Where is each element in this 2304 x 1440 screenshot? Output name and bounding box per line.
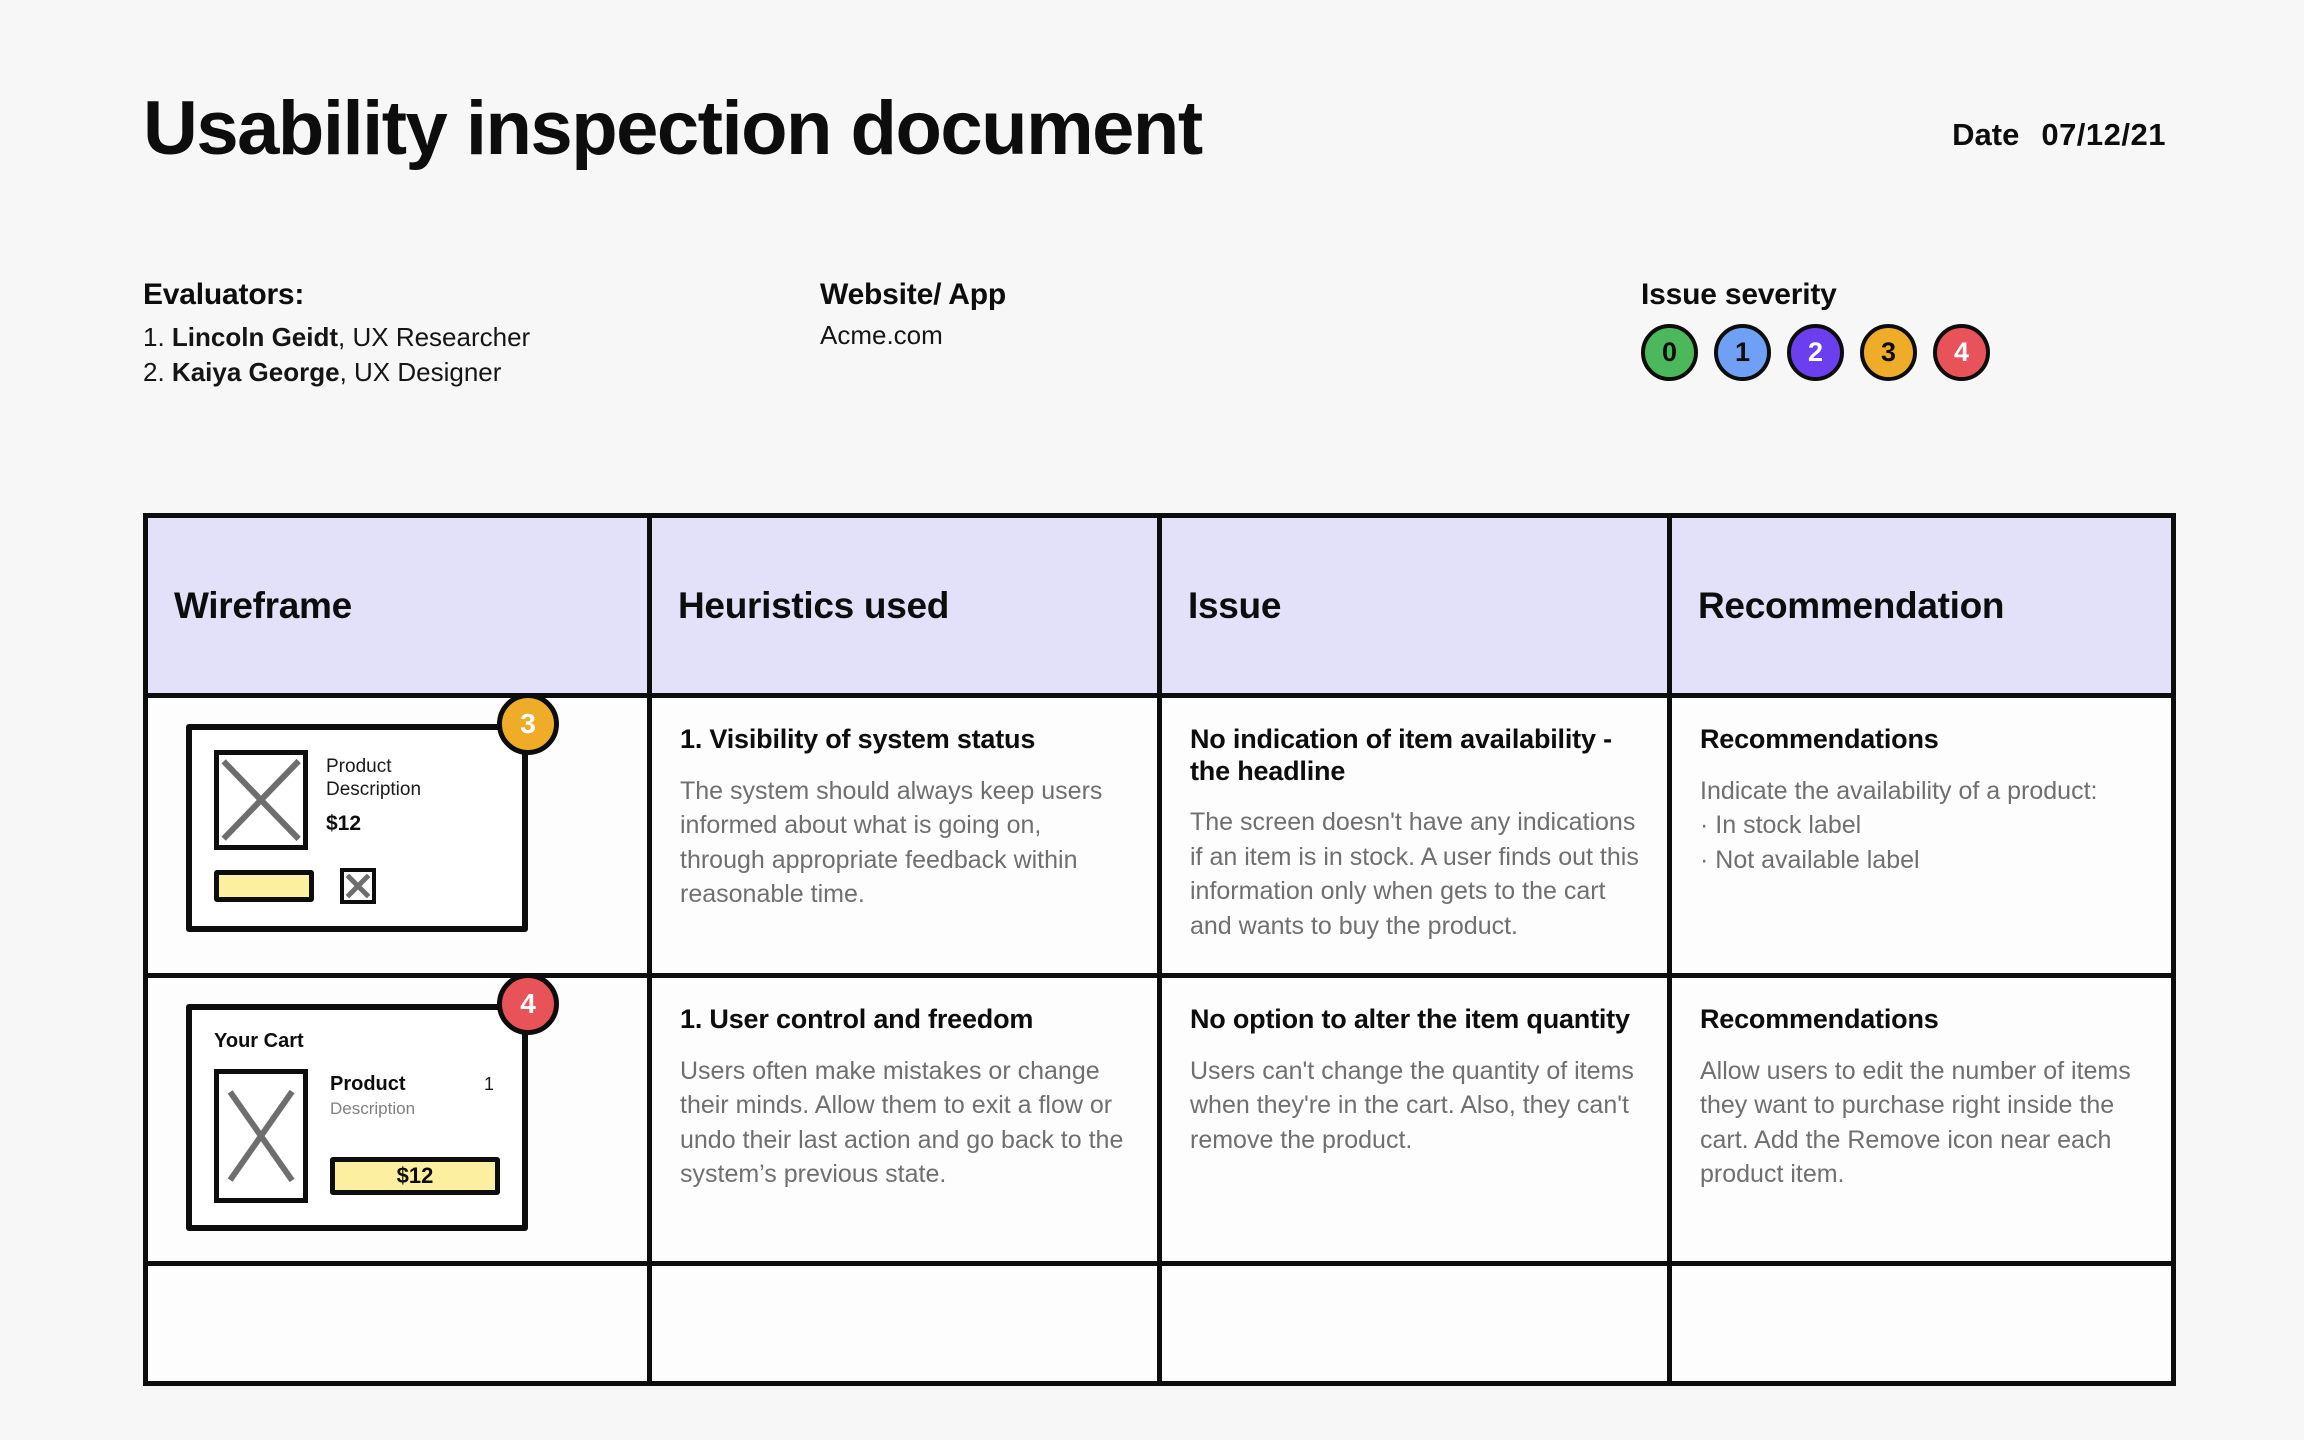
date-label: Date bbox=[1952, 117, 2020, 152]
document-header: Usability inspection document Date 07/12… bbox=[143, 85, 2173, 195]
evaluator-index: 2. bbox=[143, 357, 165, 388]
recommendation-body: Allow users to edit the number of items … bbox=[1700, 1056, 2131, 1189]
product-description: Description bbox=[326, 778, 422, 800]
image-placeholder-icon bbox=[214, 750, 308, 850]
recommendation-cell: Recommendations Allow users to edit the … bbox=[1667, 973, 2176, 1267]
image-placeholder-icon bbox=[214, 1069, 308, 1204]
recommendation-body: Indicate the availability of a product: … bbox=[1700, 776, 2098, 874]
recommendation-cell: Recommendations Indicate the availabilit… bbox=[1667, 692, 2176, 979]
column-header-label: Recommendation bbox=[1698, 584, 2005, 626]
issue-body: Users can't change the quantity of items… bbox=[1190, 1056, 1634, 1154]
website-heading: Website/ App bbox=[820, 278, 1006, 311]
column-header-label: Wireframe bbox=[174, 584, 352, 626]
product-name: Product bbox=[326, 756, 392, 777]
heuristic-title: 1. User control and freedom bbox=[680, 1004, 1034, 1035]
wireframe-cell: 3 Product Description $12 bbox=[143, 692, 652, 979]
issue-cell: No option to alter the item quantity Use… bbox=[1157, 973, 1672, 1267]
table-row bbox=[143, 1261, 2176, 1387]
cart-product-name: Product bbox=[330, 1073, 406, 1096]
wireframe-severity-badge[interactable]: 3 bbox=[497, 693, 559, 755]
date-block: Date 07/12/21 bbox=[1952, 117, 2166, 153]
product-info: Product Description $12 bbox=[326, 750, 421, 850]
date-value[interactable]: 07/12/21 bbox=[2041, 117, 2166, 152]
meta-row: Evaluators: 1. Lincoln Geidt, UX Researc… bbox=[143, 278, 2173, 438]
issue-title: No option to alter the item quantity bbox=[1190, 1004, 1630, 1035]
severity-badge-4[interactable]: 4 bbox=[1933, 324, 1990, 381]
inspection-table: Wireframe Heuristics used Issue Recommen… bbox=[143, 513, 2176, 1387]
issue-body: The screen doesn't have any indications … bbox=[1190, 808, 1639, 940]
column-header-issue: Issue bbox=[1157, 513, 1672, 698]
heuristics-cell: 1. Visibility of system status The syste… bbox=[647, 692, 1162, 979]
cart-item-info: Product 1 Description $12 bbox=[330, 1069, 500, 1203]
severity-badge-2[interactable]: 2 bbox=[1787, 324, 1844, 381]
issue-severity-section: Issue severity 0 1 2 3 4 bbox=[1641, 278, 2181, 381]
wireframe-cell: 4 Your Cart Product 1 Description bbox=[143, 973, 652, 1267]
page-title: Usability inspection document bbox=[143, 86, 1203, 171]
list-item: 2. Kaiya George, UX Designer bbox=[143, 355, 783, 390]
recommendation-title: Recommendations bbox=[1700, 724, 1939, 754]
column-header-label: Issue bbox=[1188, 584, 1282, 626]
cart-title: Your Cart bbox=[214, 1030, 304, 1053]
heuristics-cell bbox=[647, 1261, 1162, 1387]
column-header-label: Heuristics used bbox=[678, 584, 950, 626]
severity-badge-1[interactable]: 1 bbox=[1714, 324, 1771, 381]
cart-quantity: 1 bbox=[483, 1074, 494, 1095]
heuristic-body: The system should always keep users info… bbox=[680, 776, 1103, 909]
evaluator-name: Kaiya George bbox=[171, 357, 340, 388]
wireframe-severity-badge[interactable]: 4 bbox=[497, 973, 559, 1036]
wireframe-sketch: Your Cart Product 1 Description $12 bbox=[186, 1004, 528, 1232]
evaluator-name: Lincoln Geidt bbox=[171, 322, 339, 352]
recommendation-cell bbox=[1667, 1261, 2176, 1387]
product-price: $12 bbox=[326, 811, 362, 835]
wireframe-cart: 4 Your Cart Product 1 Description bbox=[186, 973, 559, 1232]
wireframe-sketch: Product Description $12 bbox=[186, 724, 528, 932]
placeholder-x-icon bbox=[340, 868, 376, 904]
heuristic-title: 1. Visibility of system status bbox=[680, 724, 1036, 754]
evaluator-role: , UX Researcher bbox=[338, 322, 531, 352]
evaluators-heading: Evaluators: bbox=[143, 278, 305, 311]
cart-price-button[interactable]: $12 bbox=[330, 1157, 500, 1196]
table-row: 3 Product Description $12 bbox=[143, 692, 2176, 979]
heuristics-cell: 1. User control and freedom Users often … bbox=[647, 973, 1162, 1267]
severity-scale: 0 1 2 3 4 bbox=[1641, 324, 2181, 381]
cart-line-item: Product 1 Description $12 bbox=[214, 1069, 500, 1204]
product-summary: Product Description $12 bbox=[214, 750, 500, 850]
evaluator-index: 1. bbox=[143, 322, 165, 352]
cart-item-header: Product 1 bbox=[330, 1073, 500, 1096]
website-section: Website/ App Acme.com bbox=[820, 278, 1260, 351]
severity-badge-3[interactable]: 3 bbox=[1860, 324, 1917, 381]
table-header-row: Wireframe Heuristics used Issue Recommen… bbox=[143, 513, 2176, 698]
list-item: 1. Lincoln Geidt, UX Researcher bbox=[143, 320, 783, 355]
evaluators-section: Evaluators: 1. Lincoln Geidt, UX Researc… bbox=[143, 278, 783, 390]
add-to-cart-button[interactable] bbox=[214, 870, 314, 902]
cart-product-description: Description bbox=[330, 1099, 416, 1119]
recommendation-title: Recommendations bbox=[1700, 1004, 1939, 1035]
issue-severity-heading: Issue severity bbox=[1641, 278, 1837, 311]
severity-badge-0[interactable]: 0 bbox=[1641, 324, 1698, 381]
issue-title: No indication of item availability - the… bbox=[1190, 724, 1612, 786]
wireframe-cell bbox=[143, 1261, 652, 1387]
website-value[interactable]: Acme.com bbox=[820, 320, 943, 350]
table-row: 4 Your Cart Product 1 Description bbox=[143, 973, 2176, 1267]
evaluator-role: , UX Designer bbox=[339, 357, 502, 388]
issue-cell bbox=[1157, 1261, 1672, 1387]
column-header-wireframe: Wireframe bbox=[143, 513, 652, 698]
column-header-recommendation: Recommendation bbox=[1667, 513, 2176, 698]
wireframe-product-detail: 3 Product Description $12 bbox=[186, 693, 559, 932]
issue-cell: No indication of item availability - the… bbox=[1157, 692, 1672, 979]
column-header-heuristics: Heuristics used bbox=[647, 513, 1162, 698]
product-actions bbox=[214, 868, 500, 904]
heuristic-body: Users often make mistakes or change thei… bbox=[680, 1056, 1124, 1189]
